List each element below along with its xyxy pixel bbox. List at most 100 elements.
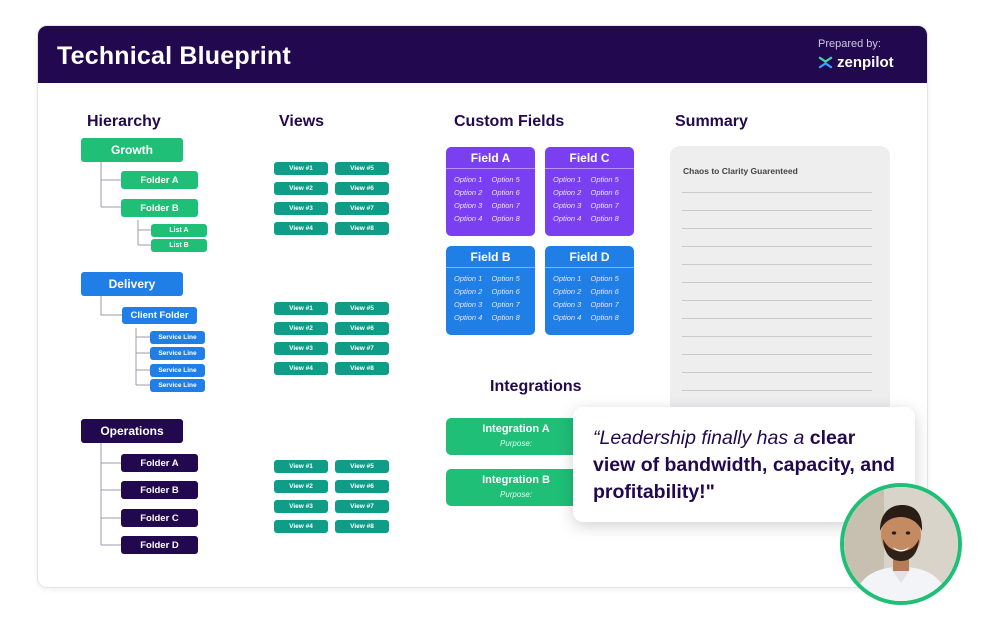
growth-view-6[interactable]: View #6 (335, 182, 389, 195)
zenpilot-logo-icon (818, 56, 833, 69)
field-a-option: Option 6 (491, 188, 520, 197)
custom-field-b-options: Option 1 Option 5 Option 2 Option 6 Opti… (446, 268, 535, 329)
brand-logo: zenpilot (818, 54, 894, 71)
growth-folder-a[interactable]: Folder A (121, 171, 198, 189)
quote-text-part-1: “Leadership finally has a (593, 427, 810, 449)
avatar (840, 483, 962, 605)
field-d-option: Option 1 (553, 274, 582, 283)
delivery-view-7[interactable]: View #7 (335, 342, 389, 355)
custom-field-a-title: Field A (446, 147, 535, 169)
field-b-option: Option 8 (491, 313, 520, 322)
prepared-by-label: Prepared by: (818, 38, 881, 50)
custom-field-b-card[interactable]: Field B Option 1 Option 5 Option 2 Optio… (446, 246, 535, 335)
summary-line (682, 390, 872, 391)
operations-view-1[interactable]: View #1 (274, 460, 328, 473)
operations-view-8[interactable]: View #8 (335, 520, 389, 533)
operations-view-4[interactable]: View #4 (274, 520, 328, 533)
section-views: Views (279, 113, 325, 130)
field-c-option: Option 4 (553, 214, 582, 223)
field-d-option: Option 3 (553, 300, 582, 309)
growth-list-a[interactable]: List A (151, 224, 207, 237)
field-b-option: Option 5 (491, 274, 520, 283)
custom-field-c-options: Option 1 Option 5 Option 2 Option 6 Opti… (545, 169, 634, 230)
operations-view-3[interactable]: View #3 (274, 500, 328, 513)
custom-field-b-title: Field B (446, 246, 535, 268)
integration-b-card[interactable]: Integration B Purpose: (446, 469, 586, 506)
summary-line (682, 264, 872, 265)
section-hierarchy: Hierarchy (87, 113, 161, 130)
field-d-option: Option 2 (553, 287, 582, 296)
field-b-option: Option 7 (491, 300, 520, 309)
custom-field-d-options: Option 1 Option 5 Option 2 Option 6 Opti… (545, 268, 634, 329)
field-d-option: Option 8 (590, 313, 619, 322)
field-a-option: Option 4 (454, 214, 483, 223)
operations-view-5[interactable]: View #5 (335, 460, 389, 473)
field-c-option: Option 5 (590, 175, 619, 184)
integration-a-card[interactable]: Integration A Purpose: (446, 418, 586, 455)
custom-field-a-card[interactable]: Field A Option 1 Option 5 Option 2 Optio… (446, 147, 535, 236)
delivery-service-line-4[interactable]: Service Line (150, 379, 205, 392)
custom-field-c-card[interactable]: Field C Option 1 Option 5 Option 2 Optio… (545, 147, 634, 236)
growth-list-b[interactable]: List B (151, 239, 207, 252)
field-a-option: Option 7 (491, 201, 520, 210)
summary-line (682, 300, 872, 301)
custom-field-d-card[interactable]: Field D Option 1 Option 5 Option 2 Optio… (545, 246, 634, 335)
growth-view-2[interactable]: View #2 (274, 182, 328, 195)
integration-a-label: Integration A (482, 423, 550, 435)
growth-view-3[interactable]: View #3 (274, 202, 328, 215)
summary-line (682, 210, 872, 211)
summary-panel: Chaos to Clarity Guarenteed (670, 146, 890, 421)
delivery-view-4[interactable]: View #4 (274, 362, 328, 375)
delivery-view-2[interactable]: View #2 (274, 322, 328, 335)
field-d-option: Option 7 (590, 300, 619, 309)
summary-title: Chaos to Clarity Guarenteed (683, 166, 798, 176)
growth-view-5[interactable]: View #5 (335, 162, 389, 175)
delivery-service-line-1[interactable]: Service Line (150, 331, 205, 344)
field-c-option: Option 1 (553, 175, 582, 184)
growth-folder-b[interactable]: Folder B (121, 199, 198, 217)
blueprint-card: Technical Blueprint Prepared by: zenpilo… (37, 25, 928, 588)
operations-view-6[interactable]: View #6 (335, 480, 389, 493)
operations-folder-a[interactable]: Folder A (121, 454, 198, 472)
delivery-view-6[interactable]: View #6 (335, 322, 389, 335)
delivery-service-line-2[interactable]: Service Line (150, 347, 205, 360)
operations-view-7[interactable]: View #7 (335, 500, 389, 513)
operations-folder-d[interactable]: Folder D (121, 536, 198, 554)
growth-view-1[interactable]: View #1 (274, 162, 328, 175)
operations-folder-b[interactable]: Folder B (121, 481, 198, 499)
integration-b-purpose: Purpose: (499, 490, 533, 499)
growth-view-7[interactable]: View #7 (335, 202, 389, 215)
delivery-service-line-3[interactable]: Service Line (150, 364, 205, 377)
field-b-option: Option 1 (454, 274, 483, 283)
hierarchy-growth-space[interactable]: Growth (81, 138, 183, 162)
summary-line (682, 228, 872, 229)
field-c-option: Option 3 (553, 201, 582, 210)
summary-line (682, 192, 872, 193)
field-c-option: Option 6 (590, 188, 619, 197)
delivery-view-1[interactable]: View #1 (274, 302, 328, 315)
field-b-option: Option 4 (454, 313, 483, 322)
delivery-client-folder[interactable]: Client Folder (122, 307, 197, 324)
operations-view-2[interactable]: View #2 (274, 480, 328, 493)
person-portrait-icon (844, 487, 958, 601)
growth-view-4[interactable]: View #4 (274, 222, 328, 235)
hierarchy-operations-space[interactable]: Operations (81, 419, 183, 443)
integration-b-label: Integration B (482, 474, 550, 486)
growth-view-8[interactable]: View #8 (335, 222, 389, 235)
summary-line (682, 246, 872, 247)
delivery-view-5[interactable]: View #5 (335, 302, 389, 315)
integration-a-purpose: Purpose: (499, 439, 533, 448)
field-c-option: Option 8 (590, 214, 619, 223)
delivery-view-3[interactable]: View #3 (274, 342, 328, 355)
section-custom-fields: Custom Fields (454, 113, 565, 130)
field-c-option: Option 7 (590, 201, 619, 210)
operations-folder-c[interactable]: Folder C (121, 509, 198, 527)
page-title: Technical Blueprint (57, 42, 291, 70)
field-d-option: Option 6 (590, 287, 619, 296)
quote-text-part-2: clear view of bandwidth, capacity, and p… (593, 427, 895, 503)
field-d-option: Option 4 (553, 313, 582, 322)
field-b-option: Option 2 (454, 287, 483, 296)
hierarchy-delivery-space[interactable]: Delivery (81, 272, 183, 296)
blueprint-header: Technical Blueprint Prepared by: zenpilo… (38, 26, 927, 83)
delivery-view-8[interactable]: View #8 (335, 362, 389, 375)
